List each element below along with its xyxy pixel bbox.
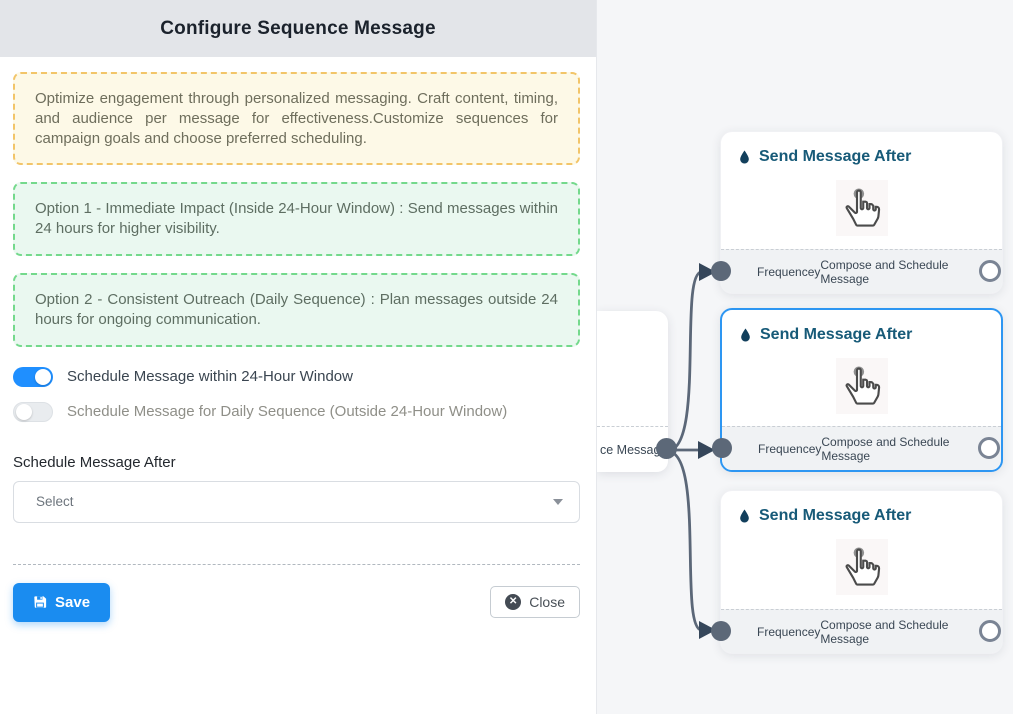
edge-arrowhead: [699, 263, 716, 281]
schedule-after-label: Schedule Message After: [13, 453, 176, 471]
option1-note-text: Option 1 - Immediate Impact (Inside 24-H…: [35, 200, 558, 238]
node-body: [721, 170, 1002, 245]
send-message-after-node-2[interactable]: Send Message After Frequencey Compose an…: [712, 308, 1003, 472]
intro-note: Optimize engagement through personalized…: [13, 72, 580, 166]
panel-header: Configure Sequence Message: [0, 0, 596, 57]
node-footer: Frequencey Compose and Schedule Message: [722, 426, 1001, 470]
toggle-knob: [16, 403, 32, 420]
toggle-24hour-window[interactable]: [13, 366, 53, 387]
toggle-daily-sequence[interactable]: [13, 401, 53, 422]
toggle-row-24hour: Schedule Message within 24-Hour Window: [13, 366, 580, 387]
configure-sequence-panel: Configure Sequence Message Optimize enga…: [0, 0, 597, 714]
send-message-after-node-3[interactable]: Send Message After Frequencey Compose an…: [711, 490, 1003, 654]
source-handle[interactable]: [979, 620, 1001, 642]
source-handle[interactable]: [979, 260, 1001, 282]
node-body: [722, 348, 1001, 423]
node-title: Send Message After: [760, 326, 913, 343]
toggle-knob: [35, 368, 51, 385]
node-header: Send Message After: [722, 310, 1001, 344]
target-handle[interactable]: [712, 438, 732, 458]
source-handle[interactable]: [978, 437, 1000, 459]
toggle-daily-label: Schedule Message for Daily Sequence (Out…: [67, 403, 508, 421]
select-value: Select: [36, 494, 74, 510]
option1-note: Option 1 - Immediate Impact (Inside 24-H…: [13, 182, 580, 256]
edge-arrowhead: [698, 441, 715, 459]
save-icon: [33, 595, 47, 609]
water-drop-icon: [740, 509, 749, 523]
schedule-after-select[interactable]: Select: [13, 480, 580, 523]
send-message-after-node-1[interactable]: Send Message After Frequencey Compose an…: [711, 131, 1003, 294]
tap-hand-icon: [835, 538, 888, 595]
node-body: [721, 529, 1002, 604]
tap-hand-icon: [835, 357, 888, 414]
close-button-label: Close: [529, 594, 565, 611]
water-drop-icon: [741, 328, 750, 342]
compose-port-label: Compose and Schedule Message: [820, 257, 949, 286]
target-handle[interactable]: [711, 261, 731, 281]
frequency-port-label: Frequencey: [757, 624, 821, 639]
node-header: Send Message After: [721, 132, 1002, 166]
frequency-port-label: Frequencey: [757, 264, 821, 279]
button-row: Save ✕ Close: [13, 582, 580, 622]
node-title: Send Message After: [759, 148, 912, 165]
option2-note: Option 2 - Consistent Outreach (Daily Se…: [13, 272, 580, 347]
save-button-label: Save: [55, 593, 91, 611]
node-title: Send Message After: [759, 507, 912, 524]
flow-canvas[interactable]: ce Message Send Message After Frequencey…: [597, 0, 1013, 714]
toggle-row-daily: Schedule Message for Daily Sequence (Out…: [13, 401, 580, 422]
edge-arrowhead: [699, 621, 716, 639]
save-button[interactable]: Save: [13, 582, 111, 622]
sequence-message-stub-node[interactable]: ce Message: [597, 311, 677, 472]
tap-hand-icon: [835, 179, 888, 236]
close-button[interactable]: ✕ Close: [490, 586, 580, 619]
page-title: Configure Sequence Message: [160, 17, 436, 39]
frequency-port-label: Frequencey: [758, 441, 822, 456]
edge-to-node-1: [665, 270, 703, 453]
flow-edges: [665, 263, 716, 639]
compose-port-label: Compose and Schedule Message: [820, 617, 949, 646]
toggle-24hour-label: Schedule Message within 24-Hour Window: [67, 368, 353, 386]
node-footer: Frequencey Compose and Schedule Message: [721, 249, 1002, 293]
intro-note-text: Optimize engagement through personalized…: [35, 90, 558, 147]
compose-port-label: Compose and Schedule Message: [821, 434, 950, 463]
target-handle[interactable]: [711, 621, 731, 641]
footer-divider: [13, 563, 580, 565]
close-circle-icon: ✕: [505, 594, 522, 611]
panel-body: Optimize engagement through personalized…: [0, 57, 596, 622]
node-header: Send Message After: [721, 491, 1002, 525]
water-drop-icon: [740, 150, 749, 164]
stub-footer-label: ce Message: [600, 442, 668, 457]
chevron-down-icon: [553, 498, 563, 505]
source-handle[interactable]: [656, 438, 677, 459]
edge-to-node-3: [665, 449, 703, 632]
option2-note-text: Option 2 - Consistent Outreach (Daily Se…: [35, 290, 558, 328]
node-footer: Frequencey Compose and Schedule Message: [721, 609, 1002, 653]
